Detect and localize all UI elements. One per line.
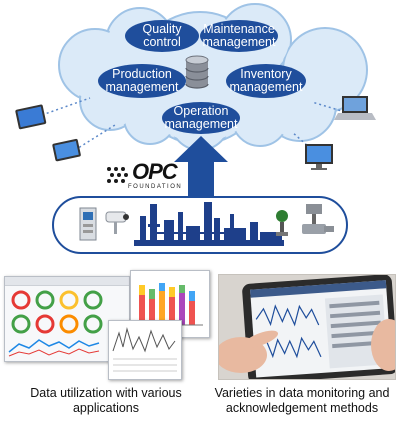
inventory-management-label: Inventory management bbox=[229, 67, 303, 94]
tablet-icon bbox=[15, 104, 47, 130]
line-chart-screen bbox=[108, 320, 182, 380]
maintenance-management-oval: Maintenance management bbox=[200, 20, 278, 52]
production-management-oval: Production management bbox=[98, 64, 186, 98]
opc-logo-sub: FOUNDATION bbox=[128, 184, 183, 190]
controller-icon bbox=[79, 207, 97, 241]
maintenance-management-label: Maintenance management bbox=[202, 22, 276, 49]
tablet-icon bbox=[52, 138, 81, 162]
laptop-icon bbox=[334, 96, 376, 120]
tablet-monitoring-photo bbox=[218, 274, 396, 380]
opc-logo-brand: OPC bbox=[132, 159, 178, 184]
opc-foundation-logo: OPC FOUNDATION bbox=[104, 160, 184, 194]
quality-control-oval: Quality control bbox=[125, 20, 199, 52]
refinery-silhouette bbox=[134, 202, 284, 246]
valve-icon bbox=[302, 204, 334, 234]
operation-management-oval: Operation management bbox=[162, 102, 240, 134]
application-screens-collage bbox=[4, 268, 210, 380]
quality-control-label: Quality control bbox=[142, 22, 182, 49]
monitor-icon bbox=[305, 144, 333, 170]
plant-icon bbox=[79, 202, 334, 246]
production-management-label: Production management bbox=[105, 67, 179, 94]
operation-management-label: Operation management bbox=[164, 104, 238, 131]
camera-icon bbox=[105, 211, 129, 234]
right-caption: Varieties in data monitoring and acknowl… bbox=[214, 386, 390, 415]
database-icon bbox=[185, 55, 209, 89]
hands-icon bbox=[219, 319, 395, 373]
sensor-icon bbox=[276, 210, 288, 236]
upward-arrow bbox=[174, 136, 228, 202]
inventory-management-oval: Inventory management bbox=[226, 64, 306, 98]
opc-logo-mark-icon bbox=[107, 167, 128, 183]
left-caption: Data utilization with various applicatio… bbox=[30, 386, 182, 415]
field-devices-capsule bbox=[52, 196, 348, 254]
